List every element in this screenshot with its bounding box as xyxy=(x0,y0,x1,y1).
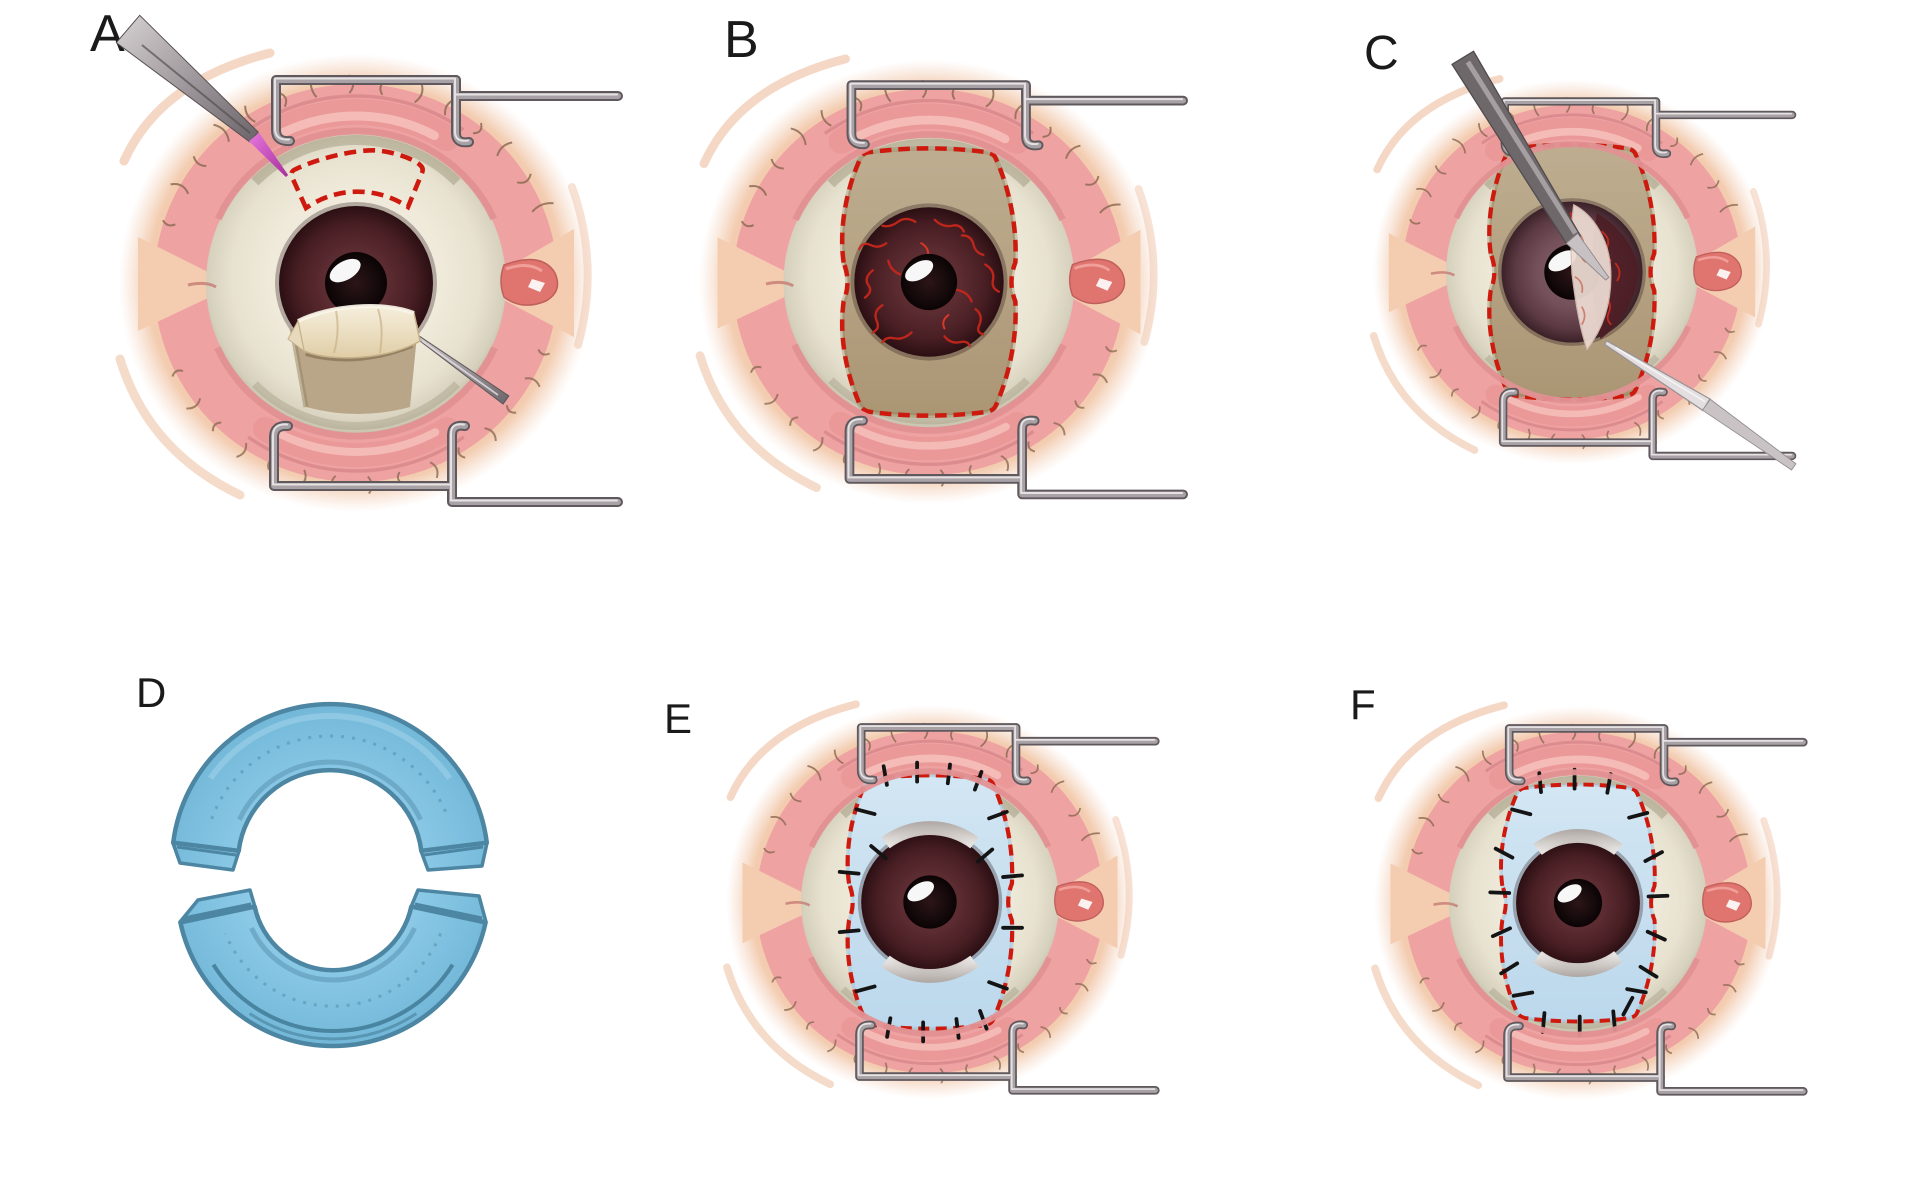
panel-label-d: D xyxy=(136,669,167,716)
iris xyxy=(850,203,1008,361)
eye-illustration-c xyxy=(1369,50,1797,471)
medial-canthus-skin xyxy=(1390,863,1453,945)
caruncle xyxy=(500,258,559,306)
dashed-outline xyxy=(839,146,1018,418)
eyelashes xyxy=(162,74,554,495)
pupil-highlight xyxy=(329,258,361,283)
caruncle xyxy=(1693,251,1742,292)
eye-illustration-a xyxy=(115,14,623,512)
iris xyxy=(1512,837,1644,969)
eyelid-speculum xyxy=(269,75,623,507)
eyelid-speculum xyxy=(855,723,1160,1095)
eyelid-folds xyxy=(1484,740,1672,1067)
pupil-highlight xyxy=(907,881,934,902)
medial-canthus-skin xyxy=(1388,233,1450,313)
skin-creases xyxy=(1371,701,1781,1090)
crescent-grafts xyxy=(170,701,490,1049)
dashed-outline xyxy=(1499,782,1657,1024)
eyelid-margins xyxy=(1430,141,1692,404)
eyelid-margins xyxy=(785,768,1053,1037)
limbal-crescents xyxy=(881,821,979,983)
eyelid-folds xyxy=(247,94,465,473)
medial-canthus-skin xyxy=(717,237,788,329)
dashed-outline xyxy=(289,148,425,212)
skin-creases xyxy=(695,54,1158,493)
panel-label-a: A xyxy=(90,5,125,63)
eyelid-speculum xyxy=(1503,724,1808,1096)
eye-illustration-e xyxy=(723,700,1160,1099)
eyelid-margins xyxy=(765,131,1067,434)
pupil-highlight xyxy=(1548,250,1577,272)
skin-creases xyxy=(115,48,592,500)
medial-canthus-skin xyxy=(742,862,805,944)
caruncle xyxy=(1054,881,1104,922)
skin-creases xyxy=(723,700,1133,1089)
eye-illustration-f xyxy=(1371,701,1808,1100)
marking-pen xyxy=(115,14,289,177)
iris xyxy=(857,829,1003,975)
eyelid-margins xyxy=(187,127,498,440)
marker-tip xyxy=(249,132,289,177)
eyelid-speculum xyxy=(844,80,1188,500)
panel-label-e: E xyxy=(664,695,693,742)
caruncle xyxy=(1702,882,1752,923)
medial-canthus-skin xyxy=(138,237,210,331)
panel-label-b: B xyxy=(724,11,759,69)
panel-label-c: C xyxy=(1364,27,1399,80)
graft-lower-crescent xyxy=(178,888,488,1049)
eye-illustration-b xyxy=(695,54,1188,505)
caruncle xyxy=(1068,258,1126,305)
crescent-blade xyxy=(1603,339,1797,471)
limbal-crescents xyxy=(1533,828,1623,978)
eyelid-margins xyxy=(1433,769,1701,1038)
pupil-highlight xyxy=(905,260,934,282)
pupil-highlight xyxy=(1557,884,1582,903)
conjunctival-flap xyxy=(287,304,421,359)
panel-label-f: F xyxy=(1350,681,1376,728)
graft-upper-crescent xyxy=(170,701,490,872)
grafts-illustration-d xyxy=(170,701,490,1049)
probe-instrument xyxy=(1451,50,1610,281)
corneal-vessels xyxy=(857,217,1001,348)
